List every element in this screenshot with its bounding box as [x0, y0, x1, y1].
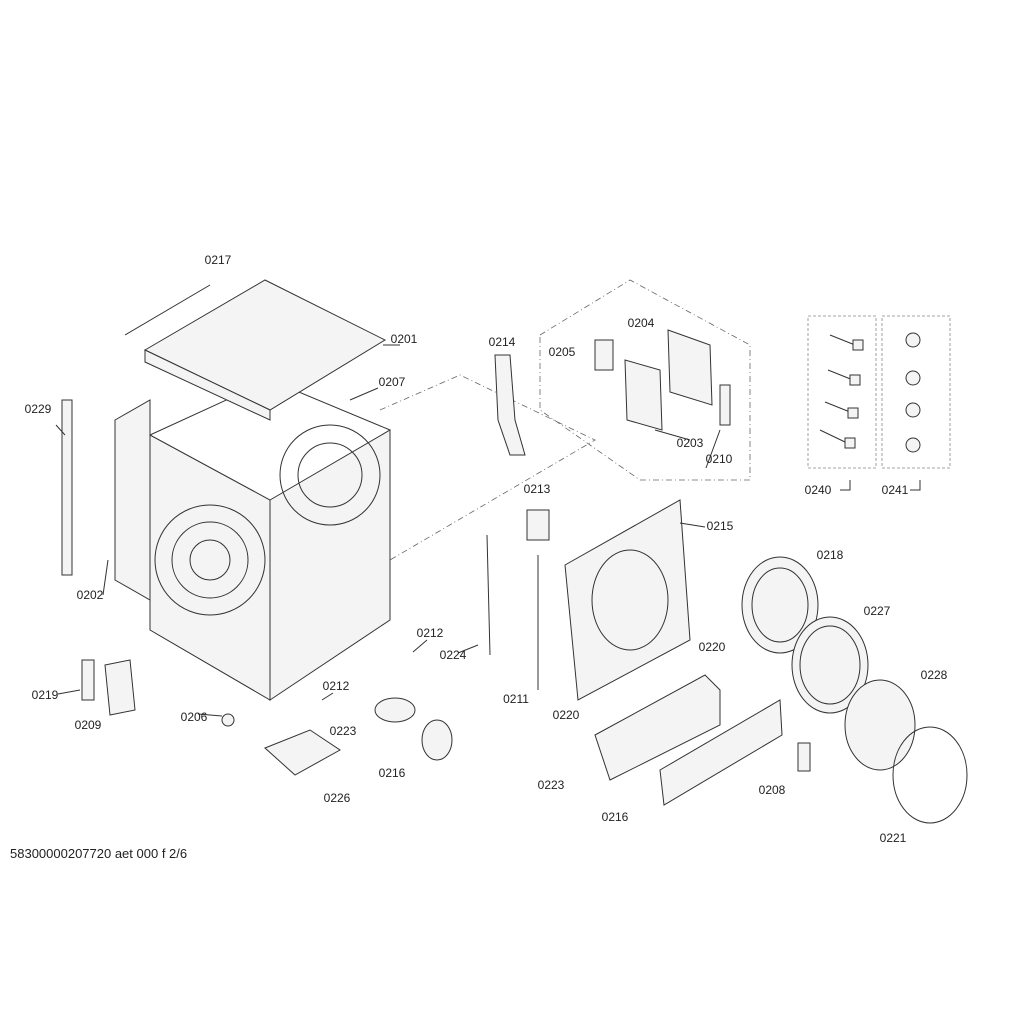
part-label-0201: 0201: [391, 332, 418, 346]
part-label-0204: 0204: [628, 316, 655, 330]
part-label-0221: 0221: [880, 831, 907, 845]
door-ring-0227: [791, 616, 869, 714]
control-module: [667, 329, 713, 406]
part-label-0215: 0215: [707, 519, 734, 533]
part-label-0206: 0206: [181, 710, 208, 724]
connector-0205: [594, 339, 614, 371]
cable-harness: [124, 284, 211, 336]
filter-cover-0226: [264, 729, 341, 776]
part-group-0240: [807, 315, 877, 469]
part-label-0220: 0220: [699, 640, 726, 654]
module-0209: [104, 659, 136, 716]
part-0219: [81, 659, 95, 701]
part-label-0226: 0226: [324, 791, 351, 805]
part-label-0208: 0208: [759, 783, 786, 797]
part-label-0209: 0209: [75, 718, 102, 732]
part-label-0240: 0240: [805, 483, 832, 497]
electronics-group-outline: [539, 279, 751, 481]
part-label-0229: 0229: [25, 402, 52, 416]
clamp-0223: [374, 697, 416, 723]
foot-0206: [221, 713, 235, 727]
part-label-0223: 0223: [330, 724, 357, 738]
pressure-sensor: [526, 509, 550, 541]
front-panel: [564, 499, 691, 701]
part-label-0216: 0216: [379, 766, 406, 780]
top-cover: [143, 279, 387, 411]
part-label-0213: 0213: [524, 482, 551, 496]
fastener-set: [819, 332, 921, 453]
part-label-0202: 0202: [77, 588, 104, 602]
door-ring-0218: [741, 556, 819, 654]
part-label-0207: 0207: [379, 375, 406, 389]
part-label-0212: 0212: [417, 626, 444, 640]
part-label-0203: 0203: [677, 436, 704, 450]
part-label-0228: 0228: [921, 668, 948, 682]
part-label-0205: 0205: [549, 345, 576, 359]
document-reference: 58300000207720 aet 000 f 2/6: [10, 846, 188, 861]
dispenser-housing: [594, 674, 721, 781]
door-glass-0228: [844, 679, 916, 771]
part-label-0216: 0216: [602, 810, 629, 824]
side-strut: [61, 399, 73, 576]
drawer-front: [659, 699, 783, 806]
part-label-0218: 0218: [817, 548, 844, 562]
door-seal-0221: [892, 726, 968, 824]
switch-0208: [797, 742, 811, 772]
duct-part: [494, 354, 526, 456]
part-label-0241: 0241: [882, 483, 909, 497]
cabinet: [114, 379, 391, 701]
part-label-0217: 0217: [205, 253, 232, 267]
part-label-0220: 0220: [553, 708, 580, 722]
part-label-0224: 0224: [440, 648, 467, 662]
part-label-0219: 0219: [32, 688, 59, 702]
part-label-0214: 0214: [489, 335, 516, 349]
part-label-0227: 0227: [864, 604, 891, 618]
part-label-0211: 0211: [503, 692, 529, 706]
part-label-0223: 0223: [538, 778, 565, 792]
assembly-guide-line: [379, 374, 596, 561]
part-label-0210: 0210: [706, 452, 733, 466]
part-label-0212: 0212: [323, 679, 350, 693]
cover-0216: [421, 719, 453, 761]
